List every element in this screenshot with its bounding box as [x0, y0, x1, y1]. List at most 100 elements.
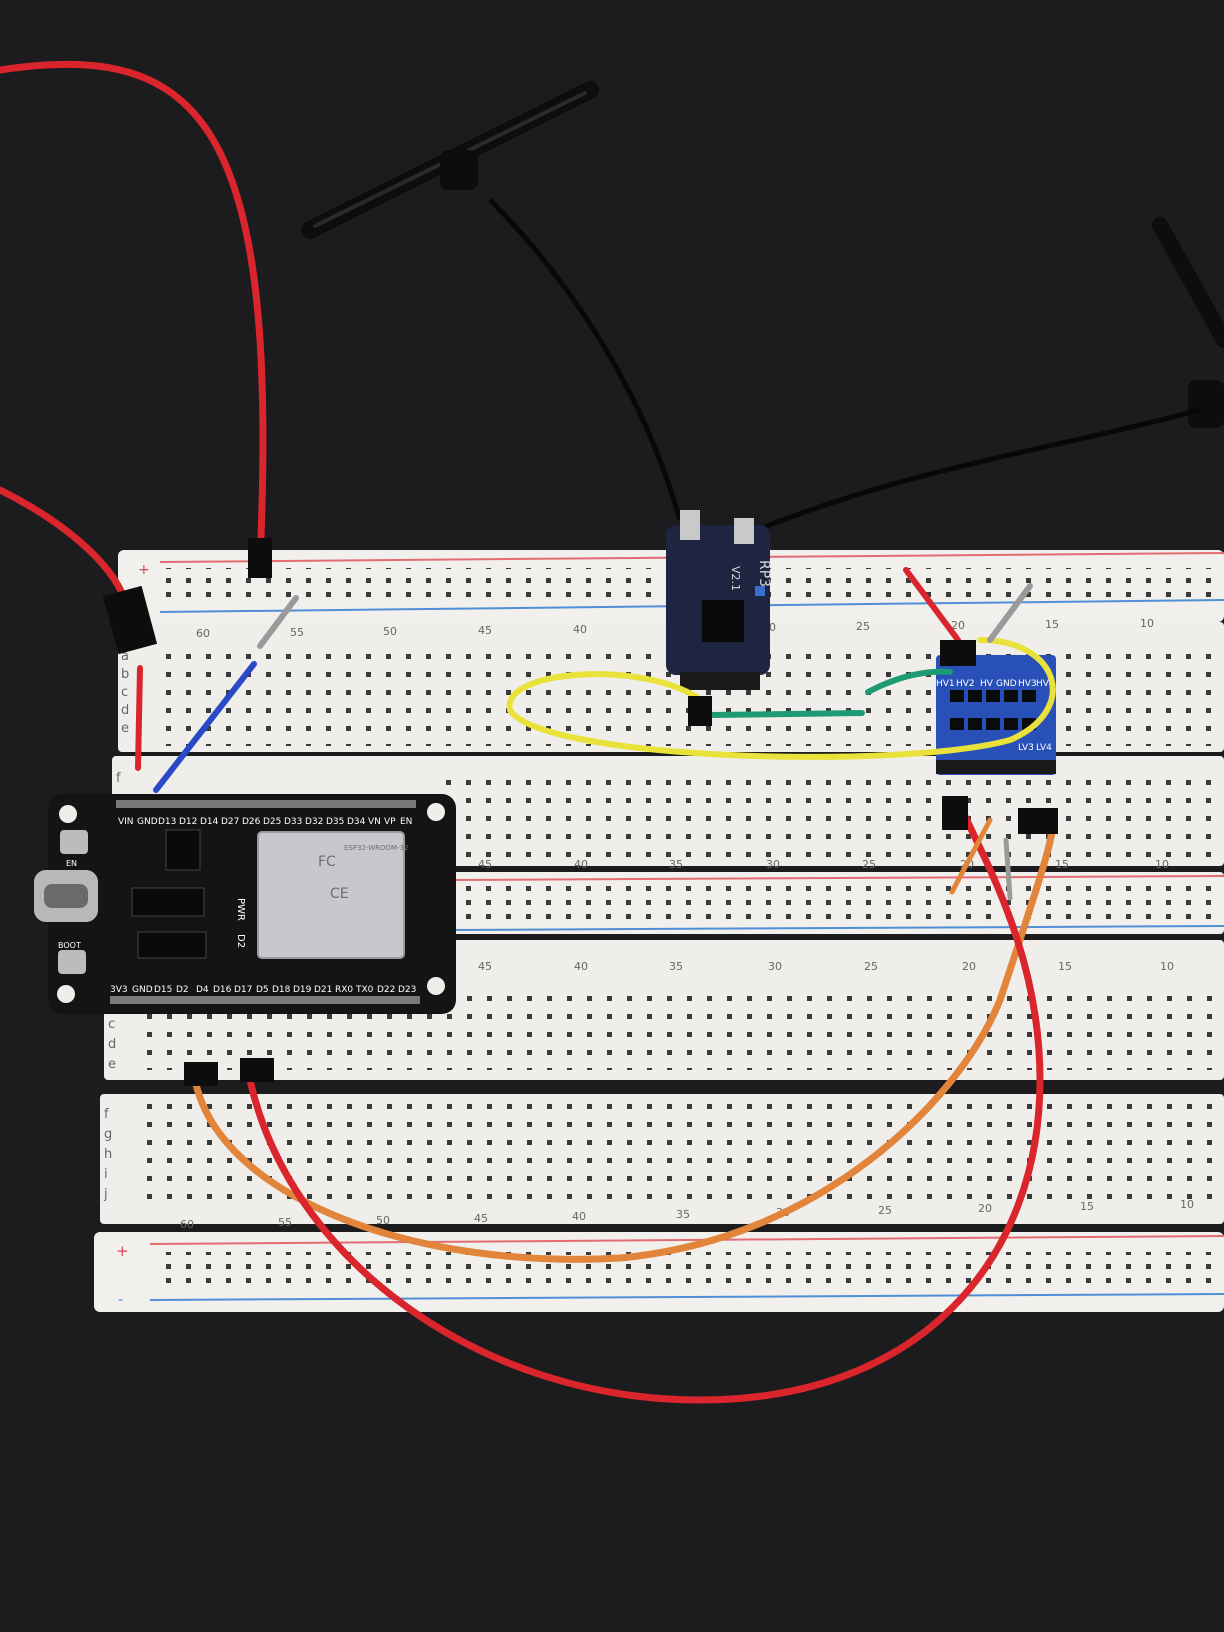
column-number: 25 [864, 960, 878, 973]
esp32-pin-label: D23 [398, 985, 416, 995]
antenna-right [744, 217, 1224, 538]
column-number: 55 [290, 626, 304, 639]
column-number: 20 [951, 619, 965, 632]
column-number: 15 [1058, 960, 1072, 973]
red-wire-bottom [246, 806, 1044, 1404]
column-number: 35 [669, 960, 683, 973]
esp32-pin-label: D26 [242, 817, 261, 827]
pwr-led-label: PWR [235, 898, 246, 921]
column-number: 15 [1080, 1200, 1094, 1213]
row-letter-g: g [104, 1127, 112, 1142]
module-marking: ESP32-WROOM-32 [344, 844, 409, 852]
column-number: 10 [1180, 1198, 1194, 1211]
esp32-pin-label: D5 [256, 985, 269, 995]
column-number: 45 [478, 624, 492, 637]
esp32-pin-label: GND [137, 817, 158, 827]
column-number: 45 [478, 858, 492, 871]
esp32-pin-label: VP [384, 817, 396, 827]
column-number: 50 [376, 1214, 390, 1227]
column-number: 40 [573, 623, 587, 636]
row-letter-i: i [104, 1167, 108, 1182]
shifter-pin-label: HV3 [1018, 679, 1037, 689]
fcc-mark: FC [318, 854, 336, 870]
esp32-pin-label: D16 [213, 985, 232, 995]
column-number: 40 [574, 858, 588, 871]
orange-jumper-short [949, 817, 993, 895]
esp32-pin-label: D25 [263, 817, 281, 827]
esp32-module [258, 832, 404, 958]
column-number: 45 [474, 1212, 488, 1225]
rail-minus-bottom: - [118, 1290, 123, 1308]
dupont-connector [102, 585, 158, 655]
column-number: 35 [676, 1208, 690, 1221]
esp32-board: VIN GND D13 D12 D14 D27 D26 D25 D33 D32 … [34, 794, 456, 1014]
esp32-pin-label: D27 [221, 817, 239, 827]
dupont-connector [184, 1062, 218, 1086]
column-number: 20 [962, 960, 976, 973]
dupont-connector [248, 538, 272, 578]
rail-plus-top: + [138, 562, 150, 578]
column-number: 45 [478, 960, 492, 973]
receiver-module: V2.1 RP3 [666, 510, 772, 690]
ce-mark: CE [330, 886, 349, 902]
receiver-version: V2.1 [729, 566, 742, 591]
row-letter-h: h [104, 1147, 112, 1162]
column-number: 10 [1140, 617, 1154, 630]
column-number: 15 [1045, 618, 1059, 631]
esp32-pin-label: D14 [200, 817, 219, 827]
rail-plus-bottom: + [116, 1242, 129, 1260]
column-number: 60 [196, 627, 210, 640]
receiver-model: RP3 [756, 560, 772, 587]
column-number: 25 [856, 620, 870, 633]
dupont-connector [940, 640, 976, 666]
row-letter-b: b [121, 667, 129, 682]
column-number: 30 [766, 858, 780, 871]
dupont-connector [942, 796, 968, 830]
boot-button-label: BOOT [58, 941, 81, 950]
row-letter-e-lower: e [108, 1057, 116, 1072]
column-number: 25 [862, 858, 876, 871]
gray-jumper [257, 595, 299, 649]
esp32-pin-label: 3V3 [110, 985, 128, 995]
shifter-pin-label: HV4 [1036, 679, 1055, 689]
level-shifter-module: HV1 HV2 HV GND HV3 HV4 LV3 LV4 [936, 655, 1056, 775]
en-button[interactable] [60, 830, 88, 854]
column-number: 20 [978, 1202, 992, 1215]
blue-jumper [153, 661, 257, 793]
esp32-pin-label: D2 [176, 985, 189, 995]
column-number: 40 [572, 1210, 586, 1223]
esp32-pin-label: TX0 [355, 985, 374, 995]
green-jumper-2 [865, 668, 953, 695]
column-number: 15 [1055, 858, 1069, 871]
shifter-pin-label: LV4 [1036, 743, 1052, 753]
esp32-pin-label: D32 [305, 817, 323, 827]
dupont-connector [688, 696, 712, 726]
column-number: 55 [278, 1216, 292, 1229]
boot-button[interactable] [58, 950, 86, 974]
d2-led-label: D2 [235, 934, 246, 948]
row-letter-f: f [116, 771, 121, 786]
column-number: 40 [574, 960, 588, 973]
green-jumper [709, 710, 865, 718]
red-wire-top [0, 60, 267, 564]
row-letter-a: a [121, 649, 129, 664]
row-letter-c: c [121, 685, 128, 700]
column-number: 50 [383, 625, 397, 638]
shifter-pin-label: HV [980, 679, 994, 689]
esp32-pin-label: D34 [347, 817, 366, 827]
esp32-pin-label: D13 [158, 817, 176, 827]
orange-wire [191, 816, 1056, 1263]
column-number: 35 [669, 858, 683, 871]
esp32-pin-label: RX0 [335, 985, 353, 995]
row-letter-c-lower: c [108, 1017, 115, 1032]
shifter-pin-label: GND [996, 679, 1017, 689]
esp32-pin-label: GND [132, 985, 153, 995]
antenna-left [301, 81, 683, 521]
esp32-pin-label: VIN [118, 817, 134, 827]
row-letter-e: e [121, 721, 129, 736]
gray-jumper-shifter [987, 583, 1033, 643]
column-number: 60 [180, 1218, 194, 1231]
en-button-label: EN [66, 859, 77, 868]
esp32-pin-label: VN [368, 817, 381, 827]
